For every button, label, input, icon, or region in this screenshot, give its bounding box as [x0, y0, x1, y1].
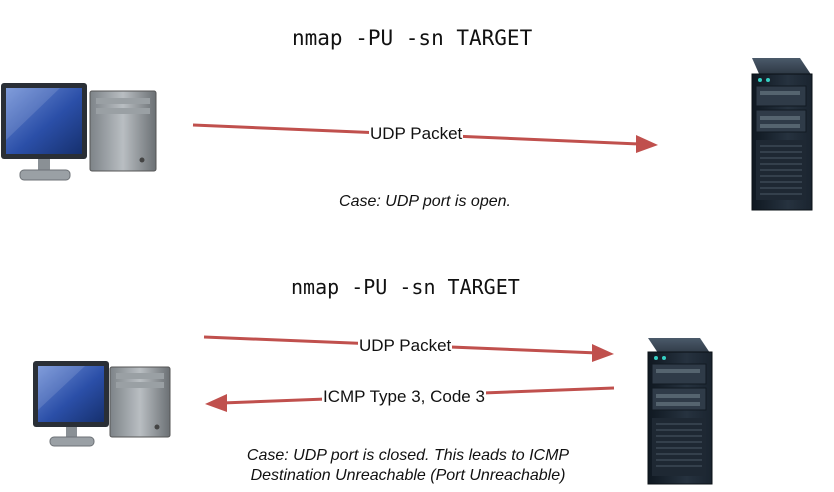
server-tower-icon — [751, 58, 813, 211]
packet-label-open: UDP Packet — [369, 124, 464, 144]
desktop-computer-icon — [33, 361, 171, 447]
reply-label: ICMP Type 3, Code 3 — [322, 387, 486, 407]
desktop-computer-icon — [1, 83, 157, 181]
packet-label-closed: UDP Packet — [358, 336, 453, 356]
caption-closed-line2: Destination Unreachable (Port Unreachabl… — [250, 467, 566, 484]
command-open: nmap -PU -sn TARGET — [292, 26, 533, 50]
server-tower-icon — [647, 338, 713, 485]
caption-closed-line1: Case: UDP port is closed. This leads to … — [246, 447, 570, 464]
command-closed: nmap -PU -sn TARGET — [291, 275, 520, 299]
caption-open: Case: UDP port is open. — [339, 193, 511, 210]
